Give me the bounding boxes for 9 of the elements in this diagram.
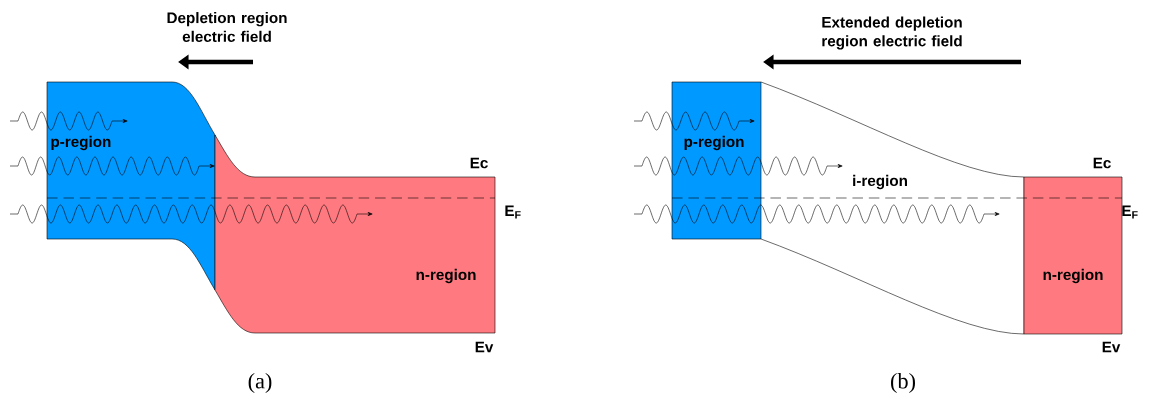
energy-level-label: Ec: [470, 157, 488, 169]
energy-level-label: E$_{F}$: [1122, 205, 1138, 219]
region-band: p-region: [671, 81, 762, 240]
field-label: Depletion region electric field: [167, 12, 287, 42]
region-band: n-region: [1023, 176, 1123, 335]
region-band: p-region: [46, 81, 216, 291]
field-label: Extended depletion region electric field: [822, 16, 962, 50]
panel-label: (b): [891, 372, 915, 394]
panel-label: (a): [248, 372, 272, 394]
